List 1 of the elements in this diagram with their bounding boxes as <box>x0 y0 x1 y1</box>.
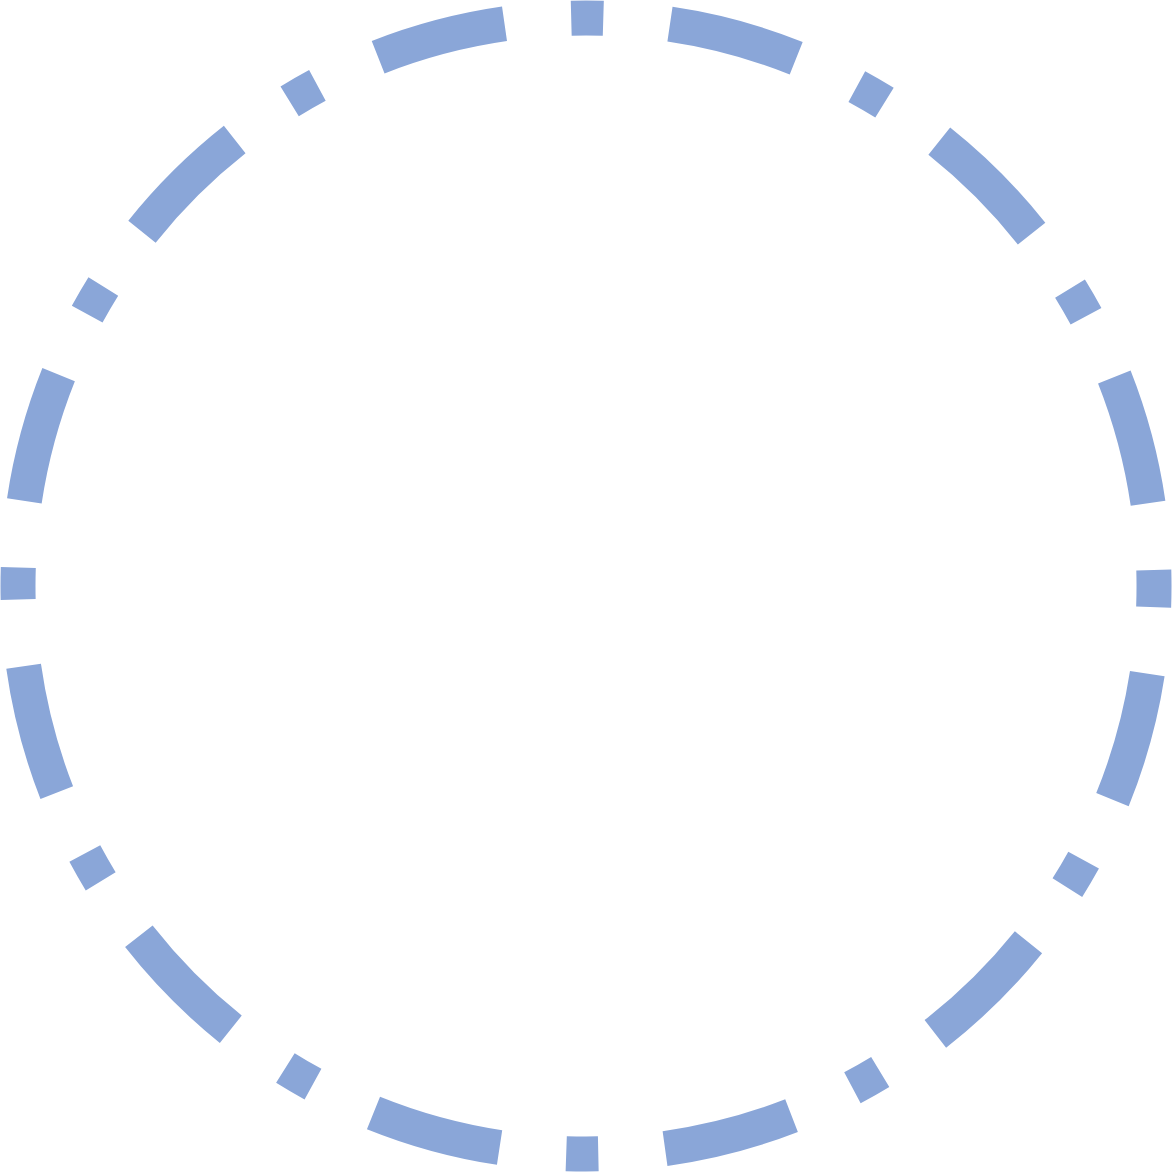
dashed-circle <box>0 0 1172 1172</box>
